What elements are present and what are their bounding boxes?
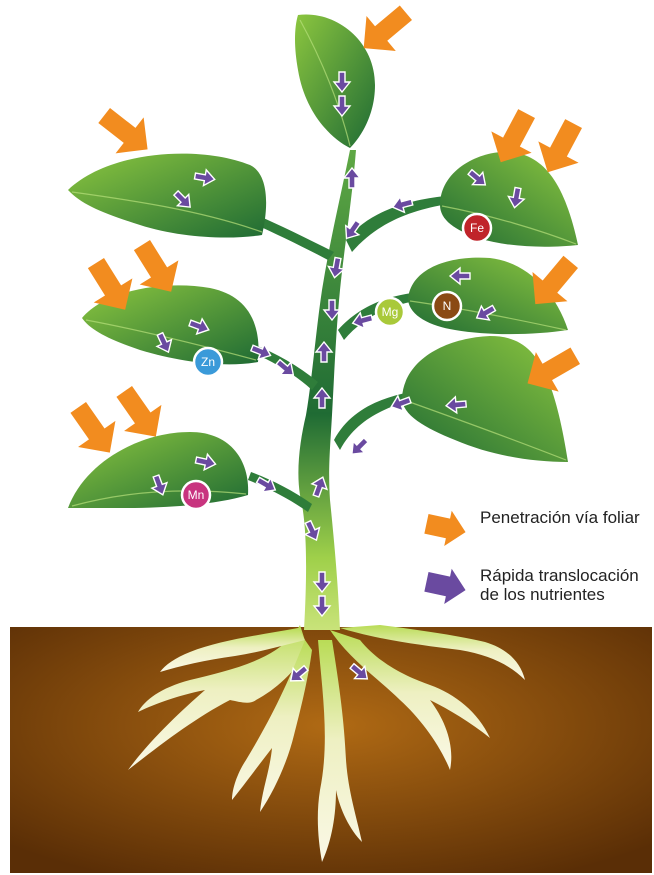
nutrient-badge-mg: Mg bbox=[376, 298, 404, 326]
nutrient-label-n: N bbox=[443, 299, 452, 313]
purple-arrow-icon bbox=[422, 566, 470, 606]
nutrient-badge-zn: Zn bbox=[194, 348, 222, 376]
leaf-lower-right bbox=[402, 336, 568, 462]
purple-arrow-icon bbox=[346, 434, 371, 459]
legend-translocation: Rápida translocación de los nutrientes bbox=[422, 566, 654, 606]
legend-translocation-label: Rápida translocación de los nutrientes bbox=[480, 566, 654, 604]
legend-penetration: Penetración vía foliar bbox=[422, 508, 654, 548]
nutrient-badge-fe: Fe bbox=[463, 214, 491, 242]
orange-arrow-icon bbox=[422, 508, 470, 548]
leaf-top bbox=[295, 14, 375, 148]
nutrient-badge-mn: Mn bbox=[182, 481, 210, 509]
legend-penetration-label: Penetración vía foliar bbox=[480, 508, 654, 527]
nutrient-label-zn: Zn bbox=[201, 355, 215, 369]
nutrient-label-fe: Fe bbox=[470, 221, 484, 235]
nutrient-badge-n: N bbox=[433, 292, 461, 320]
nutrient-label-mg: Mg bbox=[382, 305, 399, 319]
nutrient-label-mn: Mn bbox=[188, 488, 205, 502]
